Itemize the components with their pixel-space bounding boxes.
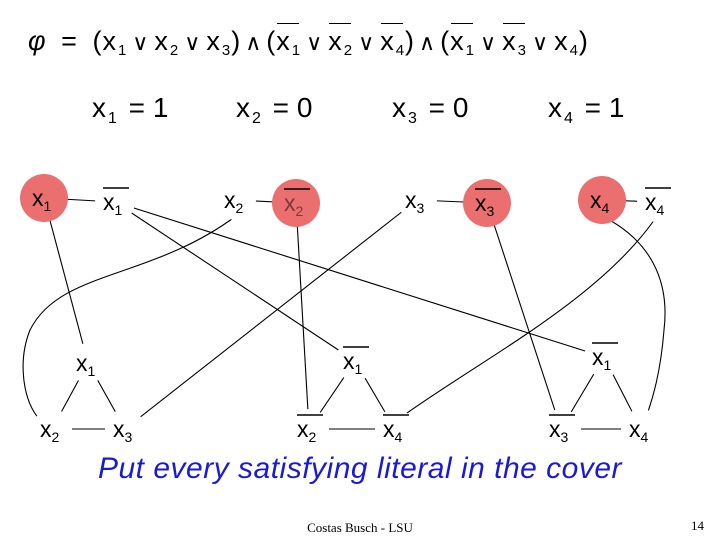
page-number: 14: [691, 518, 704, 533]
or-operator: ∨: [358, 30, 375, 55]
edge-x2-c1b: [22, 215, 237, 421]
variable-node-nx1: x1: [95, 182, 135, 222]
or-operator: ∨: [184, 30, 201, 55]
edge-x1-c1a: [43, 197, 89, 364]
variable-node-x1: x1: [20, 174, 68, 222]
clause-node-c1a: x1: [68, 343, 108, 383]
open-paren: (: [440, 26, 450, 56]
highlight-circle: [578, 176, 626, 224]
variable-node-nx4: x4: [637, 182, 677, 222]
node-background: [68, 343, 108, 383]
highlight-circle: [20, 174, 68, 222]
close-paren: ): [578, 26, 588, 56]
variable-node-x4: x4: [578, 176, 626, 224]
or-operator: ∨: [531, 30, 549, 55]
highlight-circle: [272, 179, 320, 227]
or-operator: ∨: [132, 30, 149, 55]
equals-sign: =: [61, 26, 77, 56]
clause-node-c2b: x2: [289, 409, 329, 449]
open-paren: (: [266, 26, 276, 56]
or-operator: ∨: [480, 30, 497, 55]
node-background: [289, 409, 329, 449]
edge-x4-c3c: [601, 215, 666, 419]
edge-nx1-c3a: [114, 201, 605, 358]
node-background: [637, 182, 677, 222]
edge-nx1-c2a: [114, 201, 356, 362]
edge-nx2-c2b: [295, 202, 310, 430]
edge-x3-c1c: [124, 199, 418, 430]
and-operator: ∧: [245, 30, 262, 55]
node-background: [95, 182, 135, 222]
and-operator: ∧: [419, 30, 436, 55]
variable-node-nx2: x2: [272, 179, 320, 227]
node-background: [541, 409, 581, 449]
node-background: [584, 337, 624, 377]
clause-node-c2c: x4: [375, 409, 415, 449]
variable-node-x3: x3: [397, 180, 437, 220]
node-background: [335, 341, 375, 381]
close-paren: ): [231, 26, 241, 56]
graph-edges: [22, 197, 666, 430]
clause-node-c3a: x1: [584, 337, 624, 377]
variable-node-x2: x2: [216, 180, 256, 220]
variable-node-nx3: x3: [463, 179, 511, 227]
node-background: [216, 180, 256, 220]
phi-symbol: φ: [28, 26, 46, 56]
footer: Costas Busch - LSU: [307, 520, 413, 535]
edge-nx4-c2c: [399, 215, 658, 419]
clause-node-c3b: x3: [541, 409, 581, 449]
open-paren: (: [92, 26, 102, 56]
node-background: [397, 180, 437, 220]
close-paren: ): [405, 26, 415, 56]
clause-node-c1c: x3: [105, 409, 145, 449]
node-background: [621, 409, 661, 449]
node-background: [105, 409, 145, 449]
node-background: [32, 409, 72, 449]
highlight-circle: [463, 179, 511, 227]
clause-node-c2a: x1: [335, 341, 375, 381]
clause-node-c3c: x4: [621, 409, 661, 449]
or-operator: ∨: [306, 30, 323, 55]
node-background: [375, 409, 415, 449]
edge-nx3-c3b: [486, 202, 562, 430]
clause-node-c1b: x2: [32, 409, 72, 449]
caption: Put every satisfying literal in the cove…: [97, 452, 623, 485]
